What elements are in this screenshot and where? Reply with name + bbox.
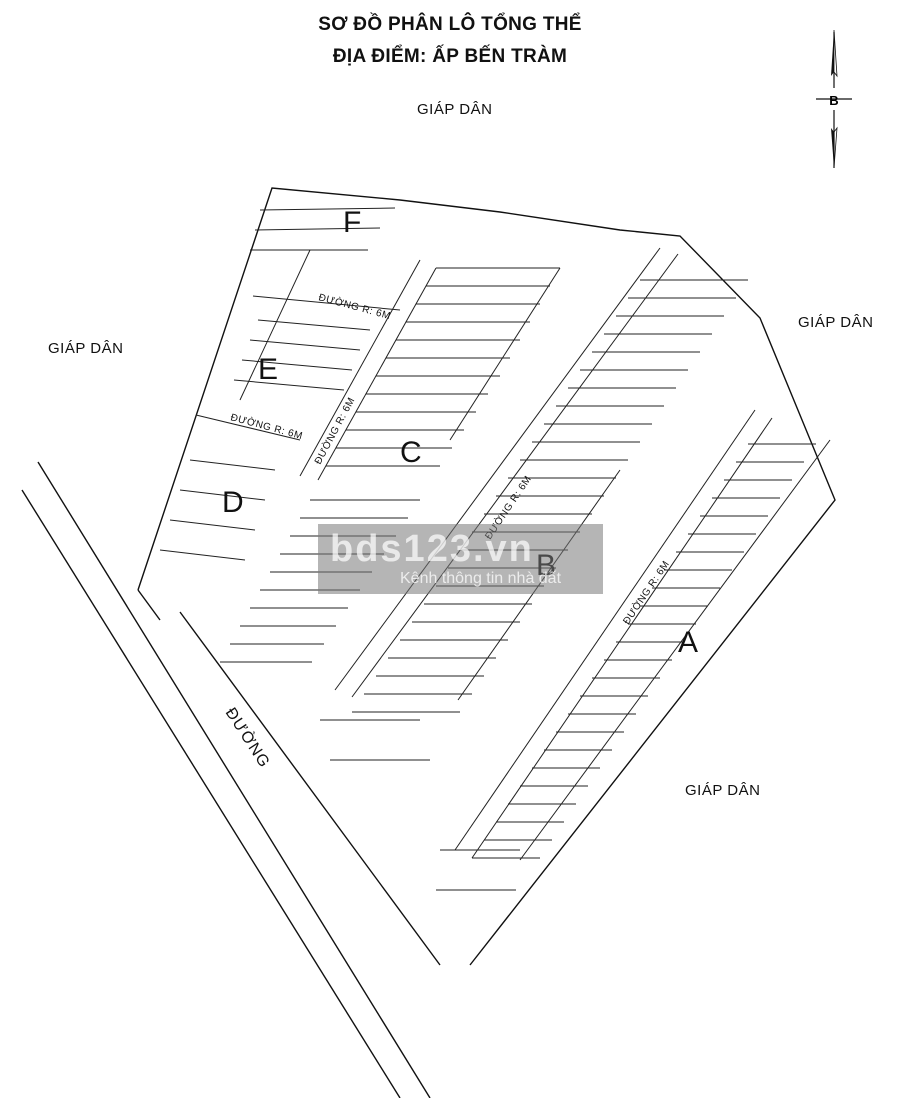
block-f-e-d-lots [159, 207, 520, 891]
site-boundary [137, 187, 836, 966]
road-edge [317, 267, 437, 481]
neighbor-label-right: GIÁP DÂN [798, 314, 874, 331]
watermark-box [318, 524, 603, 594]
neighbor-label-bottom-right: GIÁP DÂN [685, 782, 761, 799]
map-title: SƠ ĐỒ PHÂN LÔ TỔNG THỂ [318, 14, 582, 35]
road-edge [299, 259, 421, 477]
block-label-c: C [400, 436, 422, 469]
road-edge [351, 253, 679, 698]
road-label: ĐƯỜNG R: 6M [620, 558, 672, 627]
block-label-d: D [222, 486, 244, 519]
map-subtitle: ĐỊA ĐIỂM: ẤP BẾN TRÀM [332, 46, 568, 67]
block-label-a: A [678, 626, 698, 659]
block-a-lots [472, 439, 831, 861]
block-label-f: F [343, 206, 361, 239]
road-label: ĐƯỜNG R: 6M [317, 290, 392, 322]
road-label: ĐƯỜNG R: 6M [229, 410, 304, 442]
block-c-lots [220, 267, 561, 663]
block-label-e: E [258, 353, 278, 386]
main-road-edge-2 [21, 489, 401, 1098]
neighbor-label-left: GIÁP DÂN [48, 340, 124, 357]
road-label: ĐƯỜNG R: 6M [311, 395, 357, 467]
road-edge [195, 414, 301, 441]
boundary-segment [179, 611, 441, 966]
neighbor-label-top: GIÁP DÂN [417, 101, 493, 118]
boundary-segment [137, 589, 161, 621]
road-edge [471, 417, 773, 859]
main-road-edge-1 [37, 461, 431, 1098]
watermark-brand: bds123.vn [330, 528, 534, 570]
road-edge [252, 295, 401, 311]
road-edge [334, 247, 661, 691]
main-road-label: ĐƯỜNG [222, 704, 275, 771]
road-edge [454, 409, 756, 851]
north-arrow-icon: B [816, 29, 852, 169]
road-edge [239, 249, 311, 401]
compass-label: B [829, 93, 838, 108]
watermark-tagline: Kênh thông tin nhà đất [400, 570, 562, 587]
